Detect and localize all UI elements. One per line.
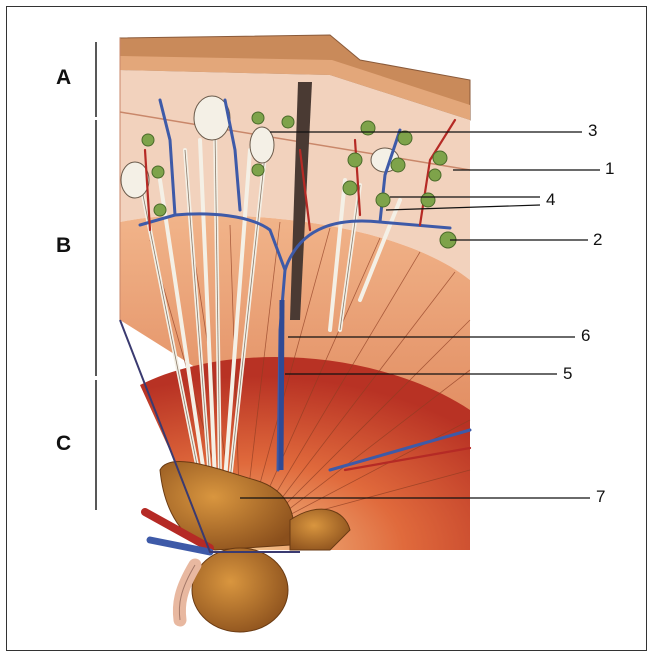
callout-label-4: 4 (546, 190, 555, 210)
region-label-b: B (56, 234, 71, 258)
region-label-c: C (56, 432, 71, 456)
lower-calyx (192, 548, 288, 632)
callout-label-5: 5 (563, 364, 572, 384)
callout-label-2: 2 (593, 230, 602, 250)
region-label-a: A (56, 66, 71, 90)
callout-label-1: 1 (605, 159, 614, 179)
callout-label-7: 7 (596, 487, 605, 507)
callout-label-3: 3 (588, 121, 597, 141)
arcuate-vein-6 (281, 300, 282, 470)
callout-label-6: 6 (581, 326, 590, 346)
